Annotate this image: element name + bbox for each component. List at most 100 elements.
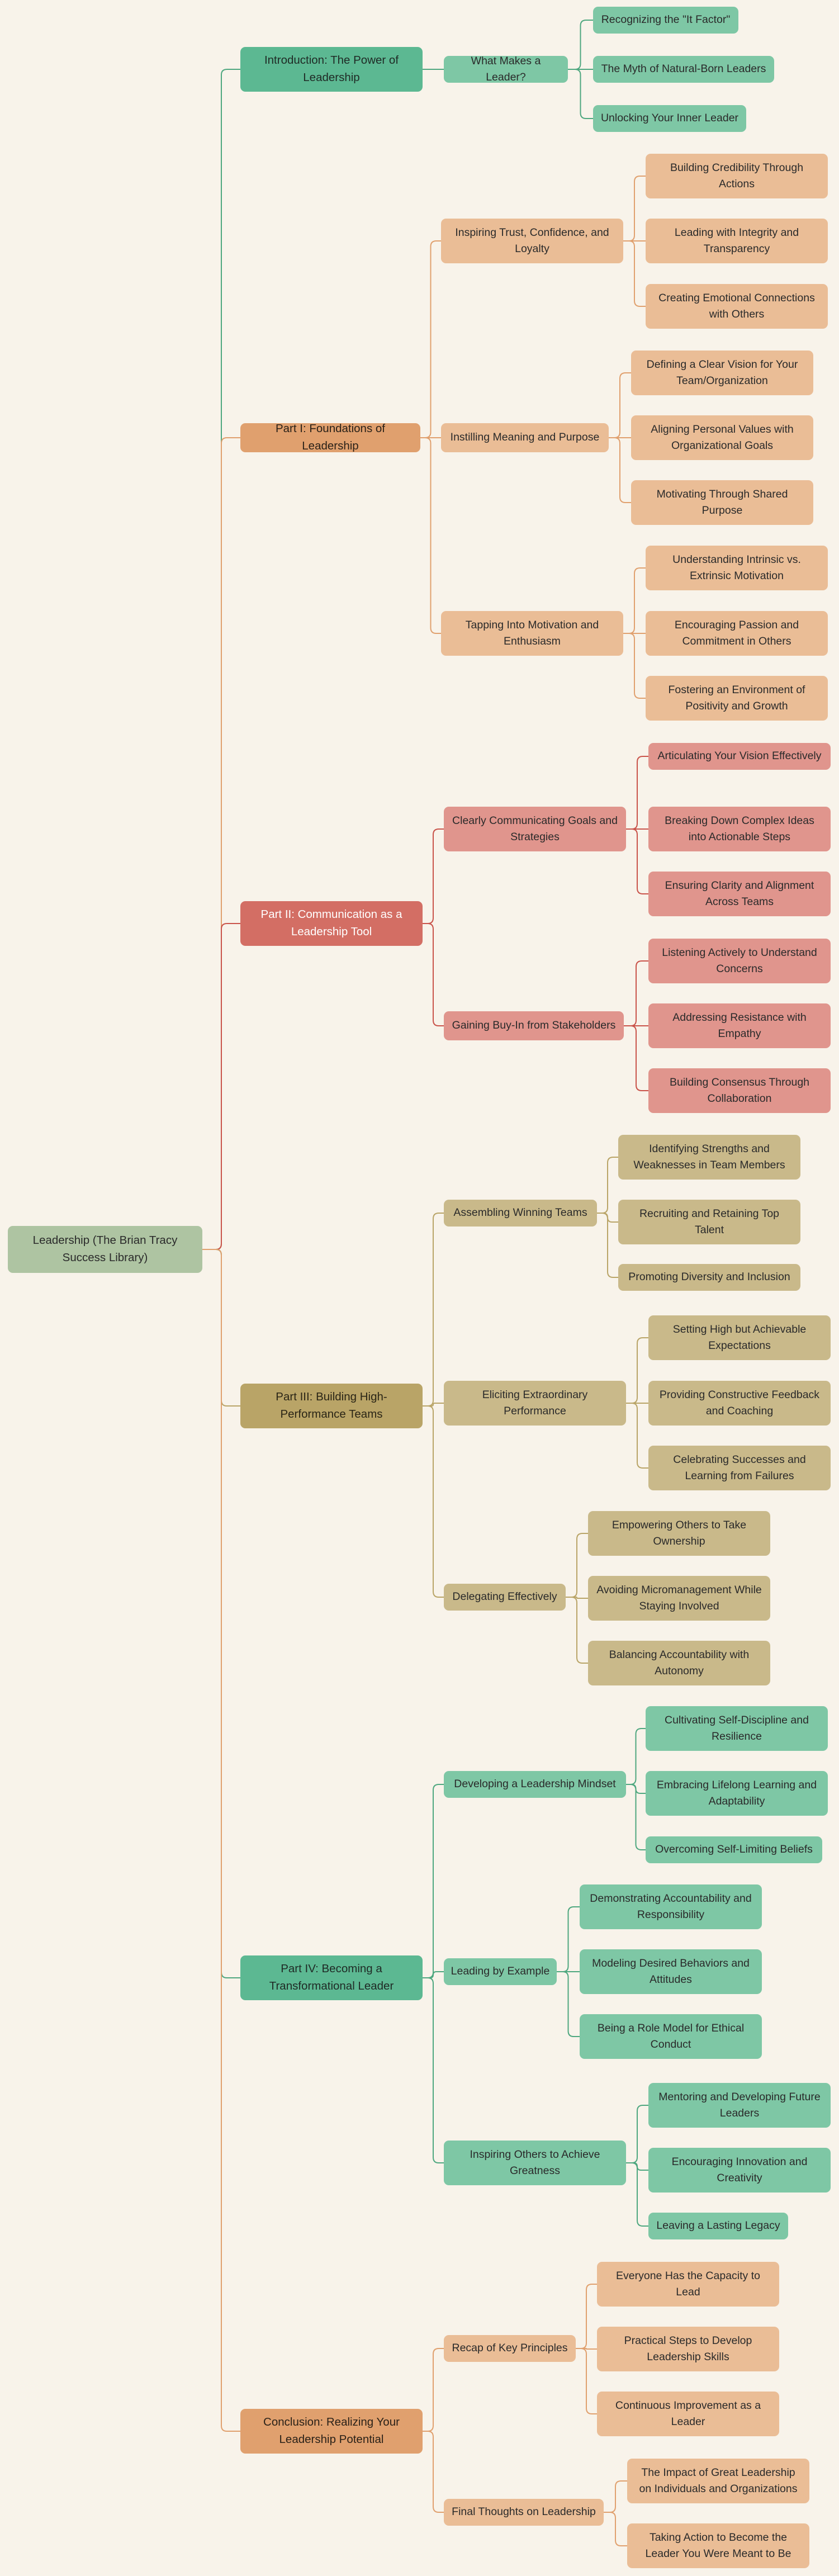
leaf-node[interactable]: Encouraging Innovation and Creativity: [648, 2148, 831, 2193]
leaf-node[interactable]: Ensuring Clarity and Alignment Across Te…: [648, 872, 831, 916]
subtopic-node[interactable]: Recap of Key Principles: [444, 2335, 576, 2362]
leaf-node[interactable]: Providing Constructive Feedback and Coac…: [648, 1381, 831, 1426]
connector-section-subtopic: [420, 240, 441, 438]
connector-subtopic-leaf: [626, 756, 648, 830]
leaf-node[interactable]: Empowering Others to Take Ownership: [588, 1511, 770, 1556]
leaf-node[interactable]: Unlocking Your Inner Leader: [593, 105, 746, 132]
section-node[interactable]: Introduction: The Power of Leadership: [240, 47, 423, 92]
leaf-node[interactable]: The Impact of Great Leadership on Indivi…: [627, 2459, 809, 2503]
connector-subtopic-leaf: [566, 1597, 588, 1664]
connector-section-subtopic: [423, 1971, 444, 1978]
subtopic-node[interactable]: Assembling Winning Teams: [444, 1200, 597, 1227]
leaf-node[interactable]: Listening Actively to Understand Concern…: [648, 939, 831, 983]
leaf-node[interactable]: Modeling Desired Behaviors and Attitudes: [580, 1949, 762, 1994]
leaf-node[interactable]: Balancing Accountability with Autonomy: [588, 1641, 770, 1685]
leaf-node[interactable]: Celebrating Successes and Learning from …: [648, 1446, 831, 1490]
connector-subtopic-leaf: [566, 1533, 588, 1598]
leaf-node[interactable]: Embracing Lifelong Learning and Adaptabi…: [646, 1771, 828, 1816]
leaf-node[interactable]: Overcoming Self-Limiting Beliefs: [646, 1836, 822, 1863]
leaf-node[interactable]: Mentoring and Developing Future Leaders: [648, 2083, 831, 2128]
subtopic-node[interactable]: Developing a Leadership Mindset: [444, 1771, 626, 1798]
leaf-node[interactable]: Building Credibility Through Actions: [646, 154, 828, 198]
leaf-node[interactable]: Defining a Clear Vision for Your Team/Or…: [631, 351, 813, 395]
connector-section-subtopic: [420, 437, 441, 634]
connector-subtopic-leaf: [626, 1337, 648, 1404]
subtopic-node[interactable]: Leading by Example: [444, 1958, 557, 1985]
leaf-node[interactable]: Aligning Personal Values with Organizati…: [631, 415, 813, 460]
connector-subtopic-leaf: [626, 1784, 646, 1850]
leaf-node[interactable]: Cultivating Self-Discipline and Resilien…: [646, 1706, 828, 1751]
subtopic-node[interactable]: Gaining Buy-In from Stakeholders: [444, 1011, 624, 1040]
leaf-node[interactable]: Fostering an Environment of Positivity a…: [646, 676, 828, 721]
subtopic-node[interactable]: Inspiring Trust, Confidence, and Loyalty: [441, 219, 623, 263]
leaf-node[interactable]: Taking Action to Become the Leader You W…: [627, 2523, 809, 2568]
section-node[interactable]: Part I: Foundations of Leadership: [240, 422, 420, 452]
subtopic-node[interactable]: Tapping Into Motivation and Enthusiasm: [441, 611, 623, 656]
connector-subtopic-leaf: [609, 437, 631, 503]
section-node[interactable]: Part IV: Becoming a Transformational Lea…: [240, 1955, 423, 2000]
leaf-node[interactable]: Motivating Through Shared Purpose: [631, 480, 813, 525]
subtopic-node[interactable]: Instilling Meaning and Purpose: [441, 423, 609, 452]
leaf-node[interactable]: Breaking Down Complex Ideas into Actiona…: [648, 807, 831, 851]
connector-subtopic-leaf: [626, 2162, 648, 2227]
subtopic-node[interactable]: What Makes a Leader?: [444, 55, 568, 83]
connector-subtopic-leaf: [597, 1213, 618, 1278]
connector-subtopic-leaf: [623, 240, 646, 307]
leaf-node[interactable]: Avoiding Micromanagement While Staying I…: [588, 1576, 770, 1621]
leaf-node[interactable]: Recognizing the "It Factor": [593, 7, 738, 34]
connector-subtopic-leaf: [566, 1597, 588, 1599]
subtopic-node[interactable]: Clearly Communicating Goals and Strategi…: [444, 807, 626, 851]
leaf-node[interactable]: Continuous Improvement as a Leader: [597, 2392, 779, 2436]
connector-subtopic-leaf: [604, 2480, 627, 2513]
leaf-node[interactable]: Everyone Has the Capacity to Lead: [597, 2262, 779, 2307]
connector-subtopic-leaf: [576, 2284, 597, 2349]
leaf-node[interactable]: Addressing Resistance with Empathy: [648, 1003, 831, 1048]
connector-subtopic-leaf: [576, 2348, 597, 2350]
leaf-node[interactable]: The Myth of Natural-Born Leaders: [593, 56, 774, 83]
connector-section-subtopic: [423, 923, 444, 1026]
connector-section-subtopic: [423, 828, 444, 924]
connector-subtopic-leaf: [609, 372, 631, 438]
connector-subtopic-leaf: [557, 1971, 580, 2037]
subtopic-node[interactable]: Final Thoughts on Leadership: [444, 2499, 604, 2526]
connector-subtopic-leaf: [597, 1157, 618, 1214]
leaf-node[interactable]: Promoting Diversity and Inclusion: [618, 1264, 800, 1291]
leaf-node[interactable]: Creating Emotional Connections with Othe…: [646, 284, 828, 329]
connector-subtopic-leaf: [624, 960, 648, 1026]
root-node[interactable]: Leadership (The Brian Tracy Success Libr…: [8, 1226, 202, 1273]
connector-subtopic-leaf: [623, 176, 646, 242]
connector-subtopic-leaf: [557, 1906, 580, 1972]
leaf-node[interactable]: Understanding Intrinsic vs. Extrinsic Mo…: [646, 546, 828, 590]
section-node[interactable]: Part II: Communication as a Leadership T…: [240, 901, 423, 946]
connector-subtopic-leaf: [626, 1403, 648, 1469]
section-node[interactable]: Conclusion: Realizing Your Leadership Po…: [240, 2409, 423, 2454]
leaf-node[interactable]: Leading with Integrity and Transparency: [646, 219, 828, 263]
connector-section-subtopic: [423, 1977, 444, 2163]
leaf-node[interactable]: Practical Steps to Develop Leadership Sk…: [597, 2327, 779, 2371]
leaf-node[interactable]: Leaving a Lasting Legacy: [648, 2213, 788, 2239]
subtopic-node[interactable]: Delegating Effectively: [444, 1584, 566, 1611]
leaf-node[interactable]: Being a Role Model for Ethical Conduct: [580, 2014, 762, 2059]
connector-subtopic-leaf: [626, 1728, 646, 1785]
leaf-node[interactable]: Articulating Your Vision Effectively: [648, 743, 831, 770]
leaf-node[interactable]: Recruiting and Retaining Top Talent: [618, 1200, 800, 1244]
subtopic-node[interactable]: Eliciting Extraordinary Performance: [444, 1381, 626, 1426]
leaf-node[interactable]: Identifying Strengths and Weaknesses in …: [618, 1135, 800, 1180]
connector-section-subtopic: [423, 1405, 444, 1598]
section-node[interactable]: Part III: Building High-Performance Team…: [240, 1384, 423, 1428]
connector-subtopic-leaf: [626, 2105, 648, 2163]
connector-section-subtopic: [423, 2431, 444, 2513]
leaf-node[interactable]: Encouraging Passion and Commitment in Ot…: [646, 611, 828, 656]
connector-subtopic-leaf: [604, 2512, 627, 2546]
connector-subtopic-leaf: [624, 1025, 648, 1091]
connector-subtopic-leaf: [623, 567, 646, 634]
leaf-node[interactable]: Building Consensus Through Collaboration: [648, 1068, 831, 1113]
leaf-node[interactable]: Setting High but Achievable Expectations: [648, 1315, 831, 1360]
subtopic-node[interactable]: Inspiring Others to Achieve Greatness: [444, 2141, 626, 2185]
connector-subtopic-leaf: [576, 2348, 597, 2414]
leaf-node[interactable]: Demonstrating Accountability and Respons…: [580, 1884, 762, 1929]
connector-section-subtopic: [423, 1213, 444, 1407]
connector-section-subtopic: [423, 1784, 444, 1978]
